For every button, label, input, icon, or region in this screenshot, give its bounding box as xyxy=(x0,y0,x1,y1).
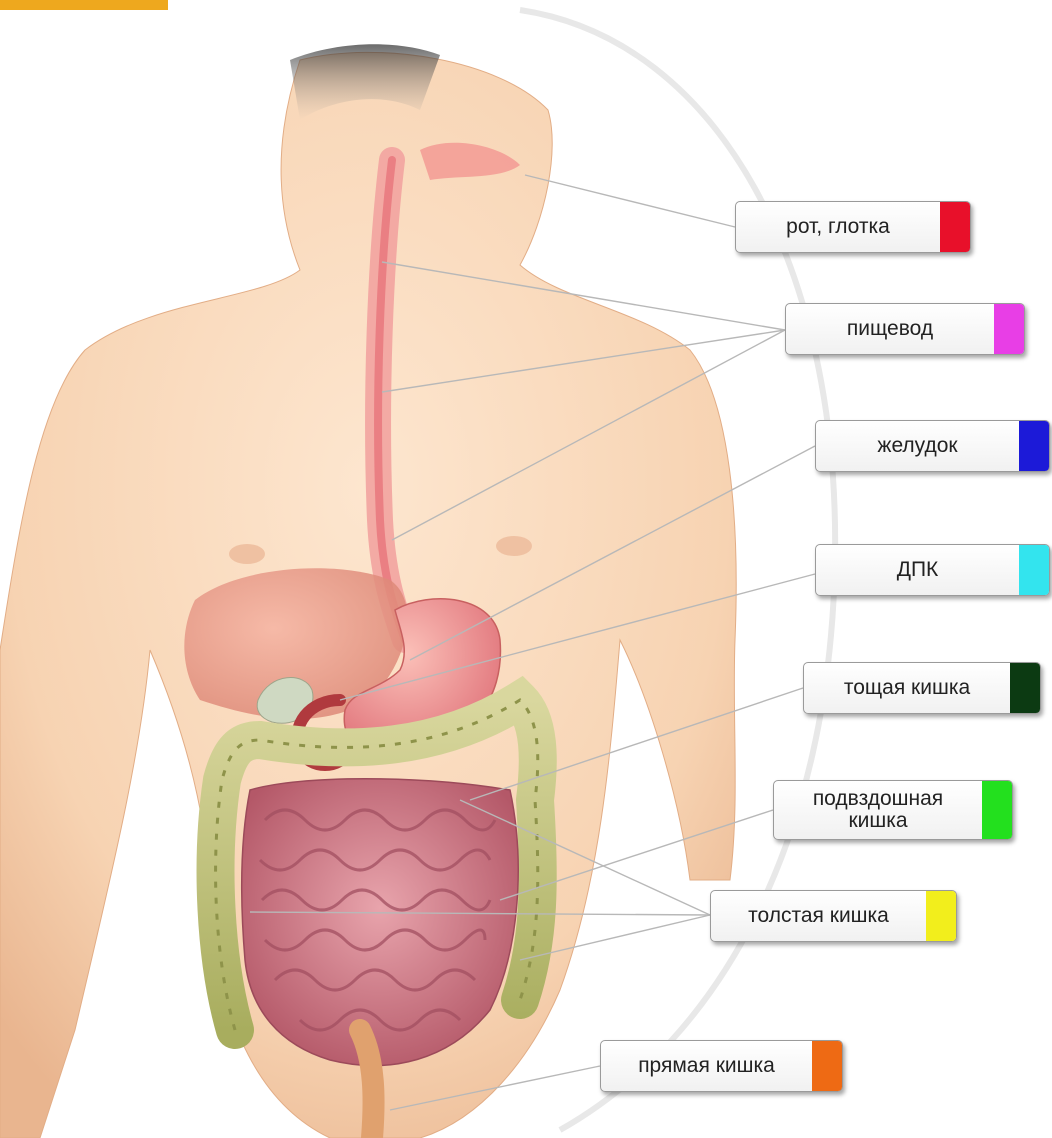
label-ileum-text: подвздошная кишка xyxy=(774,788,982,832)
label-jejunum: тощая кишка xyxy=(803,662,1041,714)
small-intestine xyxy=(242,779,518,1066)
label-duodenum-text: ДПК xyxy=(816,559,1019,581)
label-stomach: желудок xyxy=(815,420,1050,472)
label-ileum-swatch xyxy=(982,781,1012,839)
label-esophagus: пищевод xyxy=(785,303,1025,355)
label-esophagus-text: пищевод xyxy=(786,318,994,340)
label-rectum-text: прямая кишка xyxy=(601,1055,812,1077)
right-nipple xyxy=(496,536,532,556)
label-colon: толстая кишка xyxy=(710,890,957,942)
label-duodenum-swatch xyxy=(1019,545,1049,595)
label-jejunum-text: тощая кишка xyxy=(804,677,1010,699)
label-colon-swatch xyxy=(926,891,956,941)
label-mouth-pharynx-swatch xyxy=(940,202,970,252)
label-rectum: прямая кишка xyxy=(600,1040,843,1092)
left-nipple xyxy=(229,544,265,564)
label-stomach-text: желудок xyxy=(816,435,1019,457)
label-mouth-pharynx: рот, глотка xyxy=(735,201,971,253)
label-mouth-pharynx-text: рот, глотка xyxy=(736,216,940,238)
label-stomach-swatch xyxy=(1019,421,1049,471)
rectum-organ xyxy=(360,1030,374,1138)
label-ileum: подвздошная кишка xyxy=(773,780,1013,840)
label-colon-text: толстая кишка xyxy=(711,905,926,927)
label-duodenum: ДПК xyxy=(815,544,1050,596)
label-esophagus-swatch xyxy=(994,304,1024,354)
label-rectum-swatch xyxy=(812,1041,842,1091)
label-jejunum-swatch xyxy=(1010,663,1040,713)
